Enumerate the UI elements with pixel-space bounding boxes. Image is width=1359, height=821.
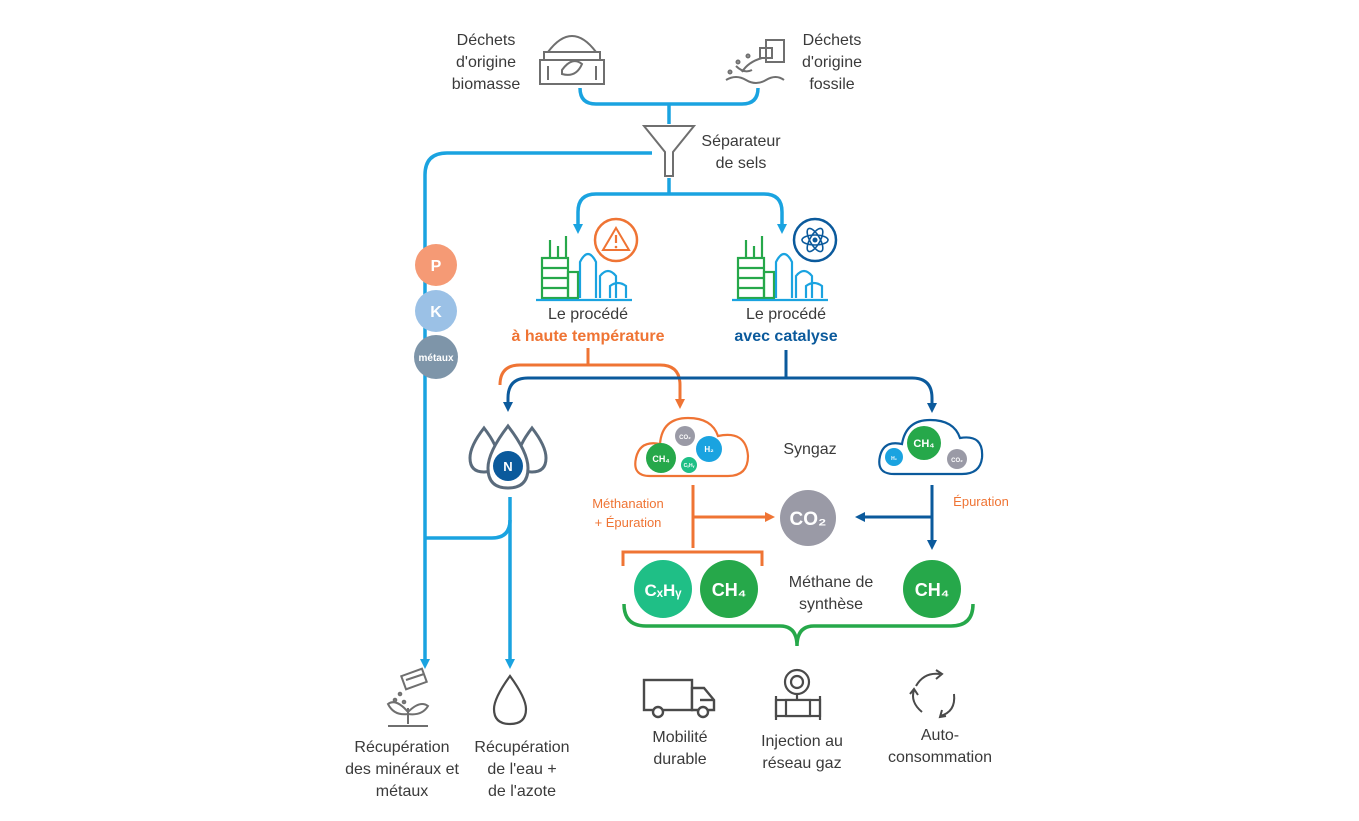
co2-circle: CO₂: [780, 490, 836, 546]
ch4-circle-right: CH₄: [903, 560, 961, 618]
svg-text:CH₄: CH₄: [913, 438, 934, 450]
nitrogen-droplets-icon: N: [468, 423, 548, 490]
auto-consumption-label: Auto-consommation: [887, 727, 993, 766]
biomass-dome-icon: [539, 35, 605, 85]
p-circle: P: [415, 244, 457, 286]
funnel-icon: [641, 125, 697, 177]
factory-catalysis-icon: [732, 236, 828, 302]
svg-text:métaux: métaux: [418, 353, 453, 364]
metals-circle: métaux: [414, 335, 458, 379]
svg-text:K: K: [430, 304, 442, 321]
methanation-label: Méthanation+ Épuration: [592, 496, 664, 530]
epuration-label: Épuration: [953, 494, 1009, 509]
factory-high-temp-icon: [536, 236, 632, 302]
ch4-circle-left: CH₄: [700, 560, 758, 618]
svg-text:H₂: H₂: [704, 445, 714, 454]
k-circle: K: [415, 290, 457, 332]
blue-flow-lines: [420, 87, 787, 669]
orange-flow-lines: [498, 348, 775, 566]
minerals-plant-icon: [386, 667, 430, 727]
cxhy-circle: CₓHᵧ: [634, 560, 692, 618]
truck-icon: [642, 678, 716, 719]
navy-flow-lines: [503, 350, 937, 550]
atom-icon: [792, 217, 838, 263]
svg-text:N: N: [503, 459, 512, 474]
syngaz-label: Syngaz: [783, 441, 837, 458]
svg-text:CO₂: CO₂: [951, 458, 963, 464]
syngaz-cloud-navy: CH₄ H₂ CO₂: [878, 418, 984, 476]
svg-text:CO₂: CO₂: [790, 509, 827, 530]
recycle-icon: [909, 669, 956, 719]
svg-text:CₓHᵧ: CₓHᵧ: [684, 463, 695, 469]
svg-text:P: P: [431, 258, 442, 275]
svg-text:CₓHᵧ: CₓHᵧ: [645, 581, 683, 600]
svg-text:CH₄: CH₄: [652, 454, 669, 464]
svg-text:CH₄: CH₄: [915, 580, 950, 600]
syngaz-cloud-orange: CH₄ CO₂ H₂ CₓHᵧ: [634, 416, 750, 478]
warning-icon: [593, 217, 639, 263]
gas-meter-icon: [774, 668, 822, 720]
svg-text:CO₂: CO₂: [679, 435, 691, 441]
svg-text:H₂: H₂: [891, 456, 897, 462]
green-bracket: [622, 603, 975, 647]
svg-text:CH₄: CH₄: [712, 580, 747, 600]
fossil-pipe-icon: [725, 39, 785, 84]
water-drop-icon: [492, 674, 528, 726]
